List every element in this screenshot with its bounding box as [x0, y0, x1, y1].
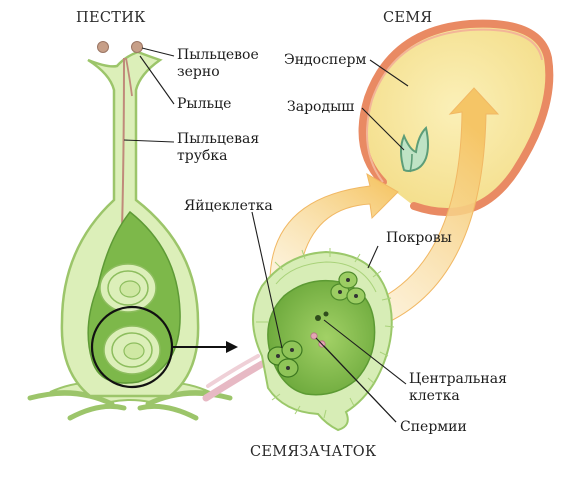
- central-cell-nucleus: [315, 315, 321, 321]
- ovary-ovule-lower: [103, 325, 161, 375]
- seed: [358, 19, 554, 216]
- label-stigma: Рыльце: [177, 96, 231, 112]
- label-integuments: Покровы: [386, 230, 452, 246]
- label-egg-cell: Яйцеклетка: [184, 198, 273, 214]
- antipodal-cells: [330, 271, 366, 305]
- sperm-cell: [310, 332, 318, 340]
- egg-apparatus: [267, 340, 303, 378]
- label-pollen-tube-2: трубка: [177, 148, 227, 164]
- leader-lines: [123, 47, 409, 423]
- label-central-cell-1: Центральная: [409, 371, 507, 387]
- label-sperm: Спермии: [400, 419, 467, 435]
- pollen-grain: [97, 41, 109, 53]
- title-ovule: СЕМЯЗАЧАТОК: [250, 444, 377, 460]
- title-seed: СЕМЯ: [383, 10, 432, 26]
- label-endosperm: Эндосперм: [284, 52, 367, 68]
- pistil: [27, 41, 233, 421]
- embryo-shape: [400, 126, 429, 173]
- label-pollen-grain-2: зерно: [177, 64, 220, 80]
- ovule: [202, 248, 395, 432]
- label-pollen-tube-1: Пыльцевая: [177, 131, 259, 147]
- pollen-grain: [131, 41, 143, 53]
- title-pistil: ПЕСТИК: [76, 10, 146, 26]
- label-pollen-grain-1: Пыльцевое: [177, 47, 259, 63]
- magnify-arrow: [172, 341, 238, 353]
- ovary-ovule-upper: [99, 263, 157, 313]
- label-central-cell-2: клетка: [409, 388, 460, 404]
- label-embryo: Зародыш: [287, 99, 354, 115]
